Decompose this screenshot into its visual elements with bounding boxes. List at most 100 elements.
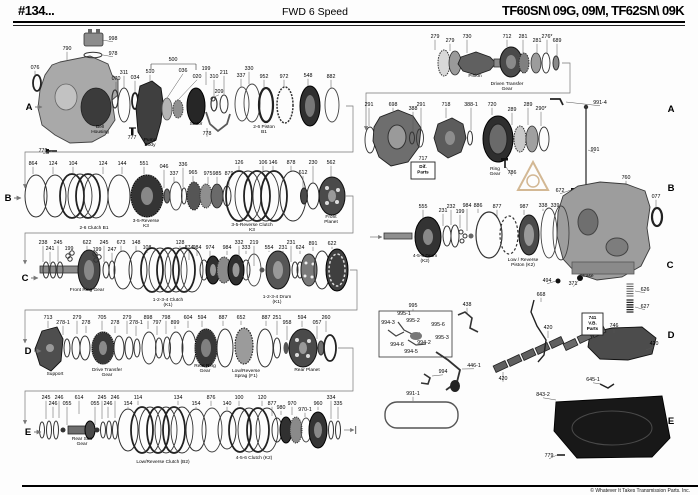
part-number: 334: [327, 395, 336, 401]
part-number: 219: [250, 240, 259, 246]
part-number: 154: [124, 401, 133, 407]
part-number: 337: [237, 73, 246, 79]
part-caption: Stator: [190, 121, 203, 127]
part-number: 438: [463, 302, 472, 308]
section-letter: A: [26, 102, 33, 113]
part-number: 970-1: [298, 407, 312, 413]
part-number: 984: [193, 245, 202, 251]
part-shape: [541, 52, 551, 74]
part-number: 279: [446, 38, 455, 44]
part-shape: [67, 173, 93, 219]
output-shaft: [383, 232, 413, 240]
part-shape: [210, 264, 216, 276]
part-caption-line: 2-6 Piston: [253, 124, 275, 130]
part-shape: [552, 55, 560, 71]
part-caption-line: (K1): [163, 302, 172, 308]
dipstick-handle: [550, 98, 564, 106]
part-shape: [306, 182, 320, 210]
part-number: 245: [100, 240, 109, 246]
pump-screen: [205, 111, 231, 133]
section-letter: B: [5, 193, 12, 204]
part-shape: [128, 250, 148, 290]
part-shape: [314, 422, 322, 438]
part-caption-line: Gear: [502, 86, 513, 92]
part-number: 260: [322, 315, 331, 321]
part-caption-line: Stator: [190, 121, 203, 127]
part-number: 238: [39, 240, 48, 246]
part-caption: Pinion: [468, 73, 482, 79]
part-number: 779: [545, 453, 554, 459]
part-number: 077: [652, 194, 661, 200]
part-number: 877: [268, 401, 277, 407]
part-number: 622: [83, 240, 92, 246]
part-shape: [459, 238, 465, 244]
part-number: 278-1: [129, 320, 143, 326]
part-caption-line: (K1): [272, 299, 281, 305]
solenoid: [548, 336, 565, 349]
part-number: 548: [304, 73, 313, 79]
part-shape: [186, 181, 202, 211]
part-shape: [69, 250, 75, 256]
part-number: 230: [309, 160, 318, 166]
part-caption-line: Case: [582, 273, 594, 279]
header-rule-2: [13, 25, 685, 26]
part-shape: [336, 188, 340, 192]
part-caption: 4-5-6 Clutch (K2): [236, 455, 273, 461]
part-number: 995: [409, 303, 418, 309]
hook-lever: [420, 373, 431, 385]
cooler-gasket: [83, 51, 103, 59]
part-number: 231: [439, 208, 448, 214]
part-shape: [141, 187, 153, 205]
wit-logo: [526, 174, 540, 188]
section-letter: C: [667, 260, 674, 271]
part-shape: [93, 257, 99, 263]
part-number: 279: [123, 315, 132, 321]
part-number: 958: [283, 320, 292, 326]
part-shape: [304, 261, 308, 265]
part-number: 246: [104, 401, 113, 407]
part-shape: [442, 225, 452, 247]
part-number: 291: [417, 102, 426, 108]
leader-line: [572, 279, 580, 287]
part-shape: [154, 406, 178, 454]
part-shape: [335, 200, 339, 204]
part-caption-line: 1-2-3-4 Drum: [263, 294, 292, 300]
leader-line: [634, 290, 646, 294]
part-shape: [255, 407, 279, 453]
part-shape: [99, 341, 107, 355]
part-number: 020: [193, 74, 202, 80]
part-shape: [172, 99, 184, 119]
part-shape: [583, 104, 589, 110]
part-number: 887: [262, 315, 271, 321]
part-number: 057: [313, 320, 322, 326]
part-number: 446-1: [467, 363, 481, 369]
part-shape: [303, 274, 307, 278]
part-number: 991-4: [593, 100, 607, 106]
stator: [186, 87, 206, 125]
part-number: 776: [39, 148, 48, 154]
part-number: 978: [109, 51, 118, 57]
leader-line: [542, 397, 557, 401]
part-shape: [295, 338, 299, 342]
part-number: 289: [508, 107, 517, 113]
part-number: 705: [98, 315, 107, 321]
part-number: 241: [46, 246, 55, 252]
part-shape: [156, 247, 180, 293]
part-number: 965: [189, 170, 198, 176]
part-number: 134: [174, 395, 183, 401]
part-number: 899: [171, 320, 180, 326]
part-shape: [458, 229, 464, 235]
part-shape: [468, 233, 474, 239]
part-shape: [124, 336, 134, 360]
part-number: 278: [111, 320, 120, 326]
part-number: 420: [650, 341, 659, 347]
taper-bearing: [437, 49, 451, 77]
part-number: 278-1: [56, 320, 70, 326]
part-number: 388: [409, 106, 418, 112]
part-number: 146: [269, 160, 278, 166]
part-number: 972: [280, 74, 289, 80]
part-number: 886: [474, 203, 483, 209]
